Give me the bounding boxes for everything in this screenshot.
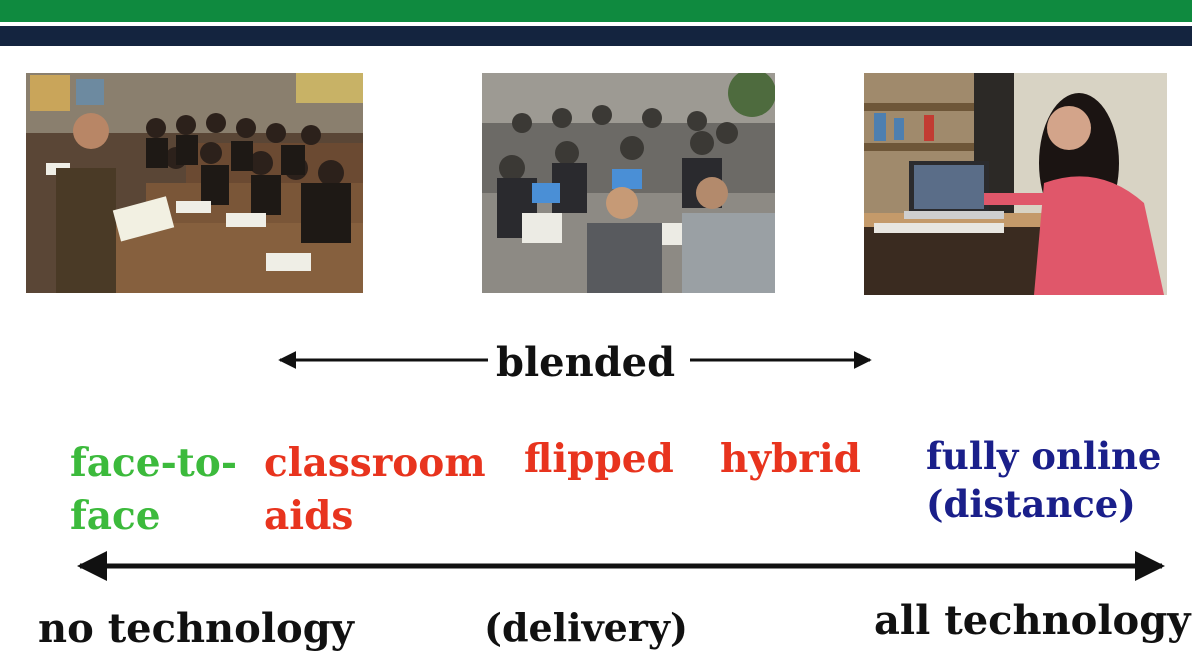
header-stripe-green: [0, 0, 1192, 22]
classroom-aids-label: classroom aids: [264, 437, 486, 543]
delivery-label: (delivery): [484, 605, 688, 650]
no-technology-label: no technology: [38, 605, 354, 652]
all-technology-label: all technology: [874, 597, 1191, 644]
flipped-label: flipped: [524, 436, 674, 482]
blended-group-work-photo: [482, 73, 775, 293]
fully-online-line1: fully online: [926, 434, 1162, 478]
face-to-face-line2: face: [70, 493, 161, 539]
fully-online-label: fully online (distance): [926, 432, 1161, 528]
online-learner-photo: [864, 73, 1167, 295]
header-stripe-gap: [0, 22, 1192, 26]
hybrid-label: hybrid: [720, 436, 861, 482]
blended-label: blended: [496, 339, 676, 386]
face-to-face-classroom-photo: [26, 73, 363, 293]
face-to-face-label: face-to- face: [70, 437, 237, 543]
classroom-aids-line1: classroom: [264, 440, 486, 486]
classroom-aids-line2: aids: [264, 493, 354, 539]
header-stripe-navy: [0, 26, 1192, 46]
fully-online-line2: (distance): [926, 482, 1136, 526]
face-to-face-line1: face-to-: [70, 440, 238, 486]
